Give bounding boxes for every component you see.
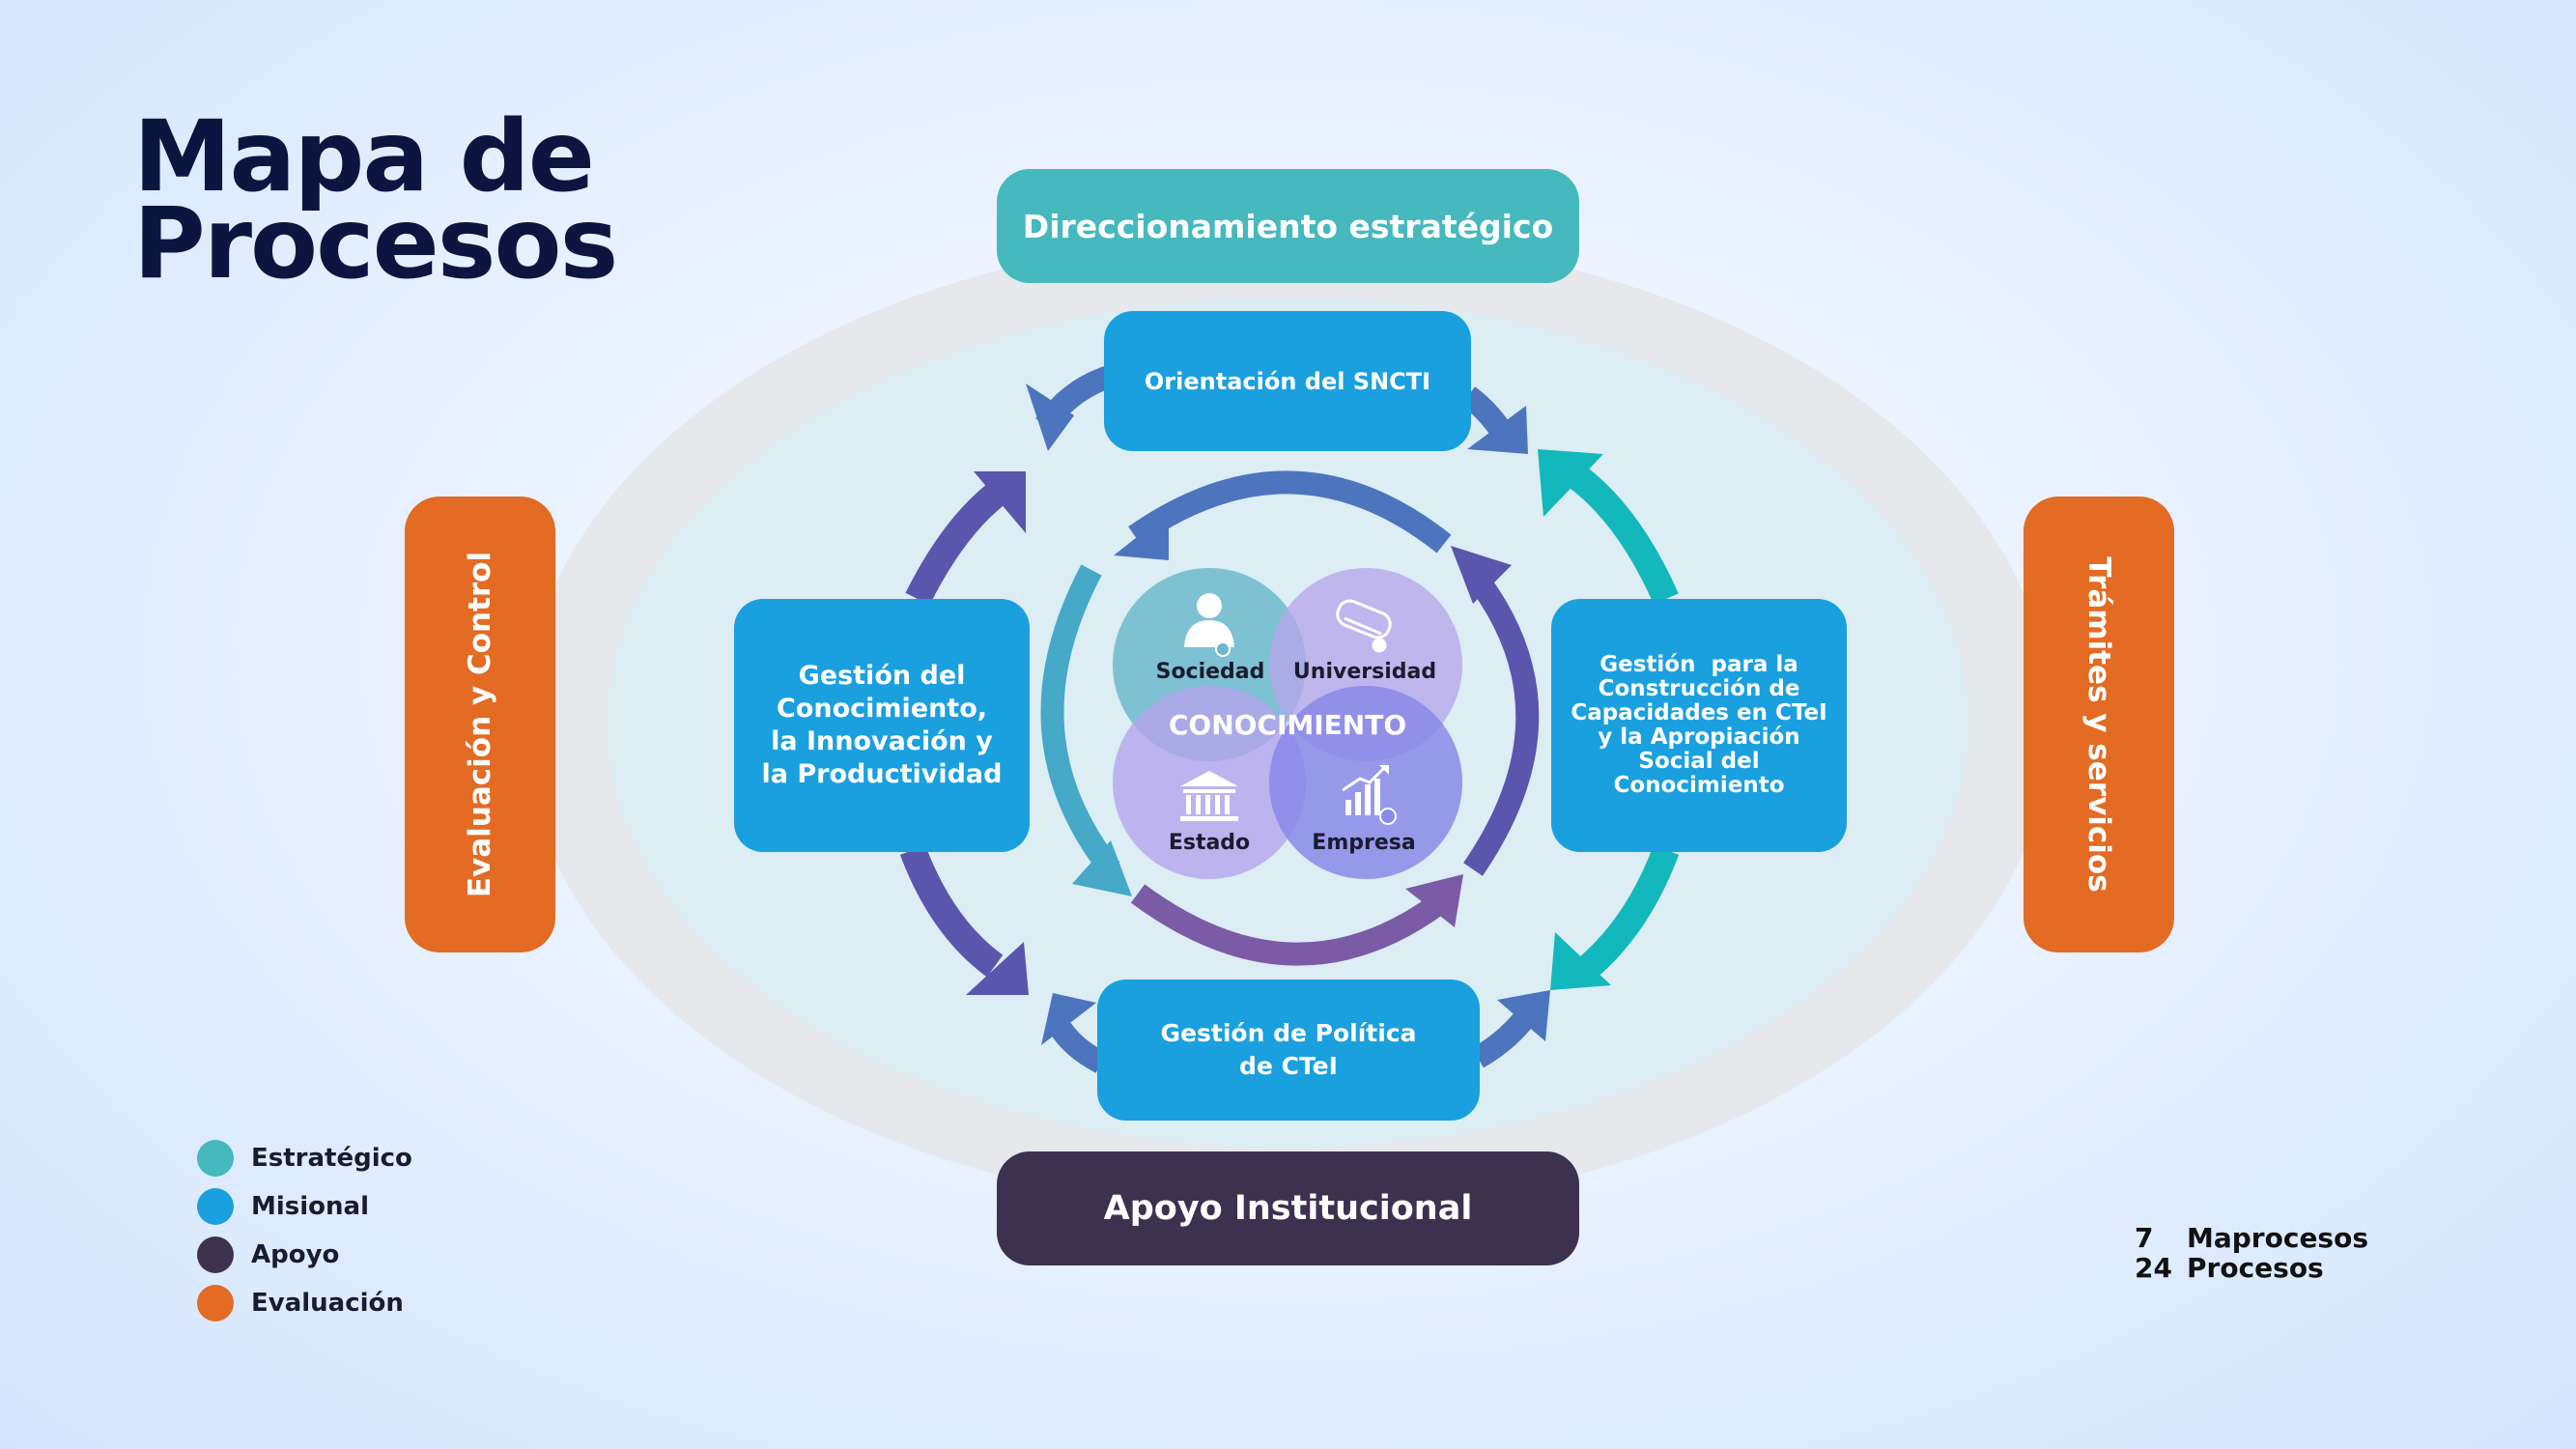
arrow-right-down	[1574, 845, 1680, 981]
inner-arrow-right-head	[1451, 546, 1512, 604]
inner-arrow-left-head	[1072, 840, 1132, 896]
person-icon	[1184, 593, 1234, 657]
knowledge-management-box: Gestión del Conocimiento, la Innovación …	[734, 599, 1030, 852]
orientation-box: Orientación del SNCTI	[1104, 311, 1471, 451]
universidad-label: Universidad	[1292, 660, 1437, 684]
support-process-label: Apoyo Institucional	[1103, 1189, 1473, 1228]
empresa-label: Empresa	[1312, 831, 1416, 855]
legend-item-evaluacion: Evaluación	[197, 1279, 412, 1327]
arrow-right-up-head	[1538, 449, 1603, 517]
process-counts: 7 Maprocesos 24 Procesos	[2135, 1223, 2368, 1283]
capacities-line-1: Gestión para la	[1599, 652, 1798, 677]
legend-label-estrategico: Estratégico	[251, 1144, 412, 1173]
inner-arrow-top	[1128, 470, 1452, 554]
count-row-procesos: 24 Procesos	[2135, 1253, 2368, 1283]
services-process-box: Trámites y servicios	[2024, 497, 2174, 952]
count-number: 24	[2135, 1252, 2172, 1284]
legend-item-estrategico: Estratégico	[197, 1134, 412, 1182]
strategic-process-label: Direccionamiento estratégico	[1022, 207, 1554, 245]
policy-box: Gestión de Política de CTeI	[1097, 980, 1480, 1121]
arrow-bottom-right-head	[1497, 990, 1550, 1041]
estado-label: Estado	[1168, 831, 1251, 855]
knowledge-line-2: Conocimiento,	[776, 694, 988, 724]
legend-label-evaluacion: Evaluación	[251, 1289, 404, 1318]
legend-label-apoyo: Apoyo	[251, 1240, 340, 1269]
arrow-top-left-head	[1026, 384, 1074, 451]
support-process-box: Apoyo Institucional	[997, 1151, 1579, 1265]
policy-line-2: de CTeI	[1239, 1052, 1338, 1080]
title-line-2: Procesos	[133, 186, 618, 301]
capacities-line-4: y la Apropiación	[1598, 724, 1800, 750]
evaluation-process-label: Evaluación y Control	[463, 551, 497, 898]
legend-label-misional: Misional	[251, 1192, 370, 1221]
capacities-line-6: Conocimiento	[1613, 773, 1785, 798]
count-row-macroprocesos: 7 Maprocesos	[2135, 1223, 2368, 1253]
count-label: Maprocesos	[2187, 1222, 2369, 1254]
knowledge-line-1: Gestión del	[798, 661, 966, 691]
inner-arrow-bottom-head	[1405, 874, 1463, 927]
legend: Estratégico Misional Apoyo Evaluación	[197, 1134, 412, 1327]
inner-arrow-right	[1463, 572, 1540, 876]
title-line-1: Mapa de	[133, 99, 595, 214]
legend-item-misional: Misional	[197, 1182, 412, 1231]
arrow-left-up	[905, 476, 1013, 606]
count-number: 7	[2135, 1222, 2154, 1254]
inner-arrow-top-head	[1114, 512, 1169, 560]
inner-arrow-bottom	[1130, 884, 1447, 966]
arrow-left-down-head	[966, 942, 1029, 995]
arrow-bottom-left-head	[1041, 993, 1096, 1045]
government-building-icon	[1180, 771, 1238, 821]
growth-chart-icon	[1342, 765, 1397, 825]
strategic-process-box: Direccionamiento estratégico	[997, 169, 1579, 283]
capacities-line-5: Social del	[1638, 749, 1760, 774]
page-title: Mapa de Procesos	[133, 99, 618, 301]
legend-swatch-apoyo	[197, 1236, 234, 1273]
knowledge-line-3: la Innovación y	[771, 726, 993, 756]
knowledge-line-4: la Productividad	[761, 759, 1003, 789]
legend-swatch-misional	[197, 1188, 234, 1225]
capacities-box: Gestión para la Construcción de Capacida…	[1551, 599, 1847, 852]
services-process-label: Trámites y servicios	[2081, 556, 2116, 893]
evaluation-process-box: Evaluación y Control	[405, 497, 555, 952]
knowledge-core-label: CONOCIMIENTO	[1168, 709, 1407, 741]
count-label: Procesos	[2187, 1252, 2324, 1284]
capacities-line-2: Construcción de	[1598, 676, 1800, 701]
arrow-right-up	[1564, 462, 1679, 605]
legend-swatch-evaluacion	[197, 1285, 234, 1321]
capacities-line-3: Capacidades en CTeI	[1571, 700, 1827, 725]
legend-item-apoyo: Apoyo	[197, 1231, 412, 1279]
policy-line-1: Gestión de Política	[1160, 1019, 1417, 1047]
legend-swatch-estrategico	[197, 1140, 234, 1177]
sociedad-label: Sociedad	[1155, 660, 1265, 684]
arrow-right-down-head	[1550, 932, 1611, 990]
arrow-left-up-head	[974, 471, 1026, 533]
inner-arrow-left	[1040, 564, 1120, 877]
arrow-top-right-head	[1467, 406, 1528, 454]
arrow-left-down	[899, 845, 1004, 978]
diploma-icon	[1336, 599, 1392, 653]
orientation-label: Orientación del SNCTI	[1144, 367, 1431, 395]
